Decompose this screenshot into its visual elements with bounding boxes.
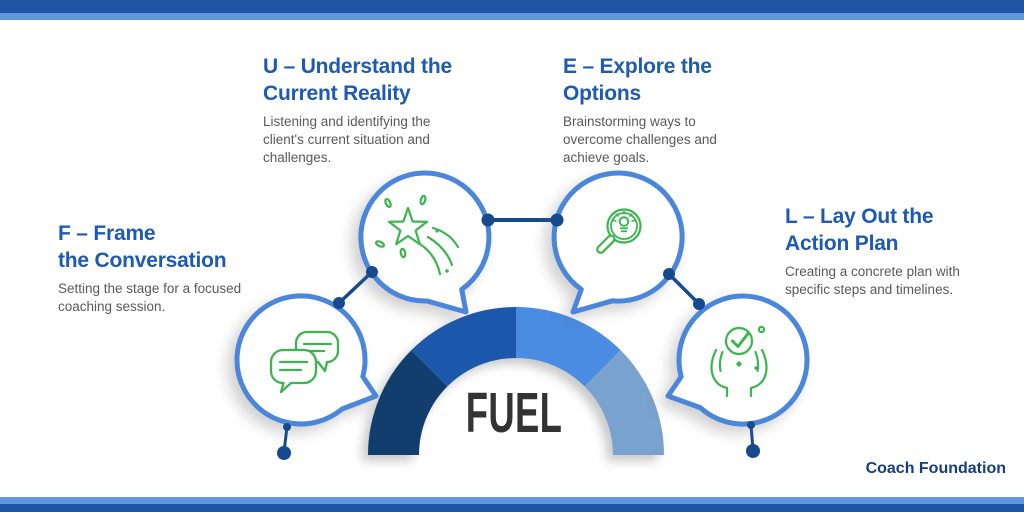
connector-dot	[366, 266, 378, 278]
brand-label: Coach Foundation	[865, 460, 1006, 477]
step-f-title-line1: F – Frame	[58, 222, 156, 245]
step-e-title-line1: E – Explore the	[563, 55, 712, 78]
connector-dot	[747, 421, 755, 429]
connector-dot	[550, 213, 564, 227]
step-u-description: Listening and identifying the client's c…	[263, 114, 431, 165]
connector-dot	[663, 268, 675, 280]
step-l-bubble	[665, 293, 810, 427]
connector-dot	[333, 297, 345, 309]
connector-dot	[693, 298, 705, 310]
step-f-title-line2: the Conversation	[58, 249, 227, 272]
gauge-segment-l	[584, 350, 665, 455]
chat-bubbles-icon	[269, 330, 340, 394]
connector-e-l	[667, 272, 701, 306]
step-l-title: L – Lay Out the Action Plan	[785, 203, 985, 257]
fuel-label: FUEL	[466, 382, 563, 445]
connector-dot	[481, 213, 495, 227]
shooting-star-icon	[374, 194, 460, 276]
bottom-border-dark	[0, 504, 1024, 512]
step-f-title: F – Frame the Conversation	[58, 220, 263, 274]
gauge-segment-e	[516, 306, 621, 387]
step-e-text-block: E – Explore the Options Brainstorming wa…	[563, 53, 731, 167]
connector-dot	[277, 446, 291, 460]
top-border-dark	[0, 0, 1024, 13]
step-l-text-block: L – Lay Out the Action Plan Creating a c…	[785, 203, 985, 299]
connector-f-u	[337, 270, 374, 305]
step-l-description: Creating a concrete plan with specific s…	[785, 264, 960, 297]
step-u-title-line2: Current Reality	[263, 82, 411, 105]
step-u-text-block: U – Understand the Current Reality Liste…	[263, 53, 473, 167]
connector-dots	[277, 213, 760, 460]
gauge-segment-f	[367, 350, 448, 455]
step-f-description: Setting the stage for a focused coaching…	[58, 281, 242, 314]
connector-dot	[283, 423, 291, 431]
step-l-title-line2: Action Plan	[785, 232, 899, 255]
magnifier-bulb-icon	[596, 208, 642, 254]
step-u-bubble	[358, 170, 492, 315]
gauge-segment-u	[411, 306, 516, 387]
step-l-title-line1: L – Lay Out the	[785, 205, 934, 228]
step-e-title-line2: Options	[563, 82, 641, 105]
bottom-border-light	[0, 497, 1024, 504]
hands-check-icon	[710, 325, 768, 398]
top-border-light	[0, 13, 1024, 20]
connector-dot	[746, 444, 760, 458]
step-u-title-line1: U – Understand the	[263, 55, 452, 78]
step-e-title: E – Explore the Options	[563, 53, 731, 107]
step-f-text-block: F – Frame the Conversation Setting the s…	[58, 220, 263, 316]
step-e-description: Brainstorming ways to overcome challenge…	[563, 114, 717, 165]
step-u-title: U – Understand the Current Reality	[263, 53, 473, 107]
gauge-arch	[367, 306, 665, 455]
